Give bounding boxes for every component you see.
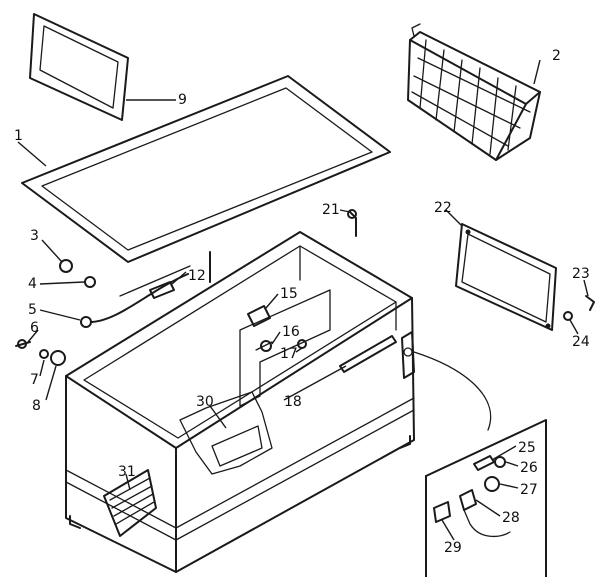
part-5-light-assembly — [80, 265, 191, 328]
callout-15: 15 — [280, 286, 298, 302]
part-7-washer — [39, 349, 49, 359]
freezer-cabinet — [65, 231, 415, 573]
callout-6: 6 — [30, 320, 39, 336]
callout-1: 1 — [14, 128, 23, 144]
control-panel — [425, 419, 547, 577]
part-1-lid-gasket — [21, 75, 391, 263]
control-housing — [401, 331, 415, 379]
callout-8: 8 — [32, 398, 41, 414]
callout-28: 28 — [502, 510, 520, 526]
callout-27: 27 — [520, 482, 538, 498]
part-9-lid-panel — [29, 13, 129, 121]
leader-lines — [17, 59, 589, 541]
part-12-bulb — [149, 251, 211, 299]
part-16-component — [255, 340, 273, 352]
callout-7: 7 — [30, 372, 39, 388]
callout-21: 21 — [322, 202, 340, 218]
callout-5: 5 — [28, 302, 37, 318]
callout-29: 29 — [444, 540, 462, 556]
callout-labels: 1 2 3 4 5 6 7 8 9 12 15 16 17 18 21 22 2… — [14, 48, 590, 556]
callout-31: 31 — [118, 464, 136, 480]
part-18-strip — [339, 335, 397, 373]
callout-30: 30 — [196, 394, 214, 410]
callout-3: 3 — [30, 228, 39, 244]
callout-25: 25 — [518, 440, 536, 456]
part-23-screw — [585, 295, 595, 311]
callout-26: 26 — [520, 460, 538, 476]
callout-4: 4 — [28, 276, 37, 292]
callout-22: 22 — [434, 200, 452, 216]
callout-18: 18 — [284, 394, 302, 410]
part-2-wire-basket — [407, 23, 541, 161]
callout-9: 9 — [178, 92, 187, 108]
part-6-screw — [15, 339, 31, 349]
callout-24: 24 — [572, 334, 590, 350]
part-24-washer — [563, 311, 573, 321]
callout-23: 23 — [572, 266, 590, 282]
control-wire — [413, 351, 492, 431]
callout-16: 16 — [282, 324, 300, 340]
part-22-back-panel — [455, 223, 557, 331]
callout-2: 2 — [552, 48, 561, 64]
part-4-washer — [84, 276, 96, 288]
callout-17: 17 — [280, 346, 298, 362]
callout-12: 12 — [188, 268, 206, 284]
part-15-component — [247, 305, 271, 327]
part-21-screw — [347, 209, 357, 237]
part-8-hinge — [50, 350, 66, 366]
part-3-nut — [59, 259, 73, 273]
